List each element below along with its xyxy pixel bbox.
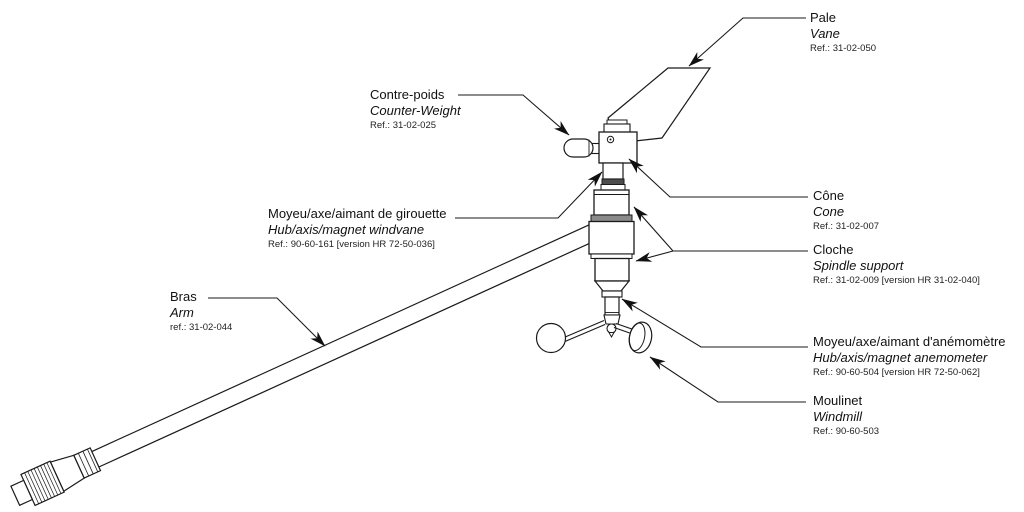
label-girouette: Moyeu/axe/aimant de girouette Hub/axis/m… <box>268 206 447 251</box>
label-girouette-ref: Ref.: 90-60-161 [version HR 72-50-036] <box>268 239 435 250</box>
label-cloche-ref: Ref.: 31-02-009 [version HR 31-02-040] <box>813 275 980 286</box>
label-girouette-en: Hub/axis/magnet windvane <box>268 222 425 237</box>
windmill-right-cup <box>628 321 653 354</box>
label-moulinet-fr: Moulinet <box>813 393 863 408</box>
label-pale: Pale Vane Ref.: 31-02-050 <box>810 10 876 55</box>
arm-and-connector <box>10 224 596 507</box>
leader-cone <box>628 158 808 198</box>
label-pale-fr: Pale <box>810 10 837 25</box>
left-cup-rod-line <box>564 323 606 343</box>
label-contre-poids-ref: Ref.: 31-02-025 <box>370 120 437 131</box>
label-anemometre-en: Hub/axis/magnet anemometer <box>813 350 988 365</box>
leader-cloche-upper <box>633 206 674 252</box>
main-cylinder <box>588 220 635 255</box>
bell-taper <box>593 280 631 292</box>
anemometer-axis <box>601 290 623 339</box>
anemometer-ball <box>606 323 617 334</box>
windmill <box>535 319 653 354</box>
label-bras-ref: ref.: 31-02-044 <box>170 322 233 333</box>
leader-cloche-lower <box>635 250 674 262</box>
spindle-support <box>588 189 635 292</box>
counterweight-shape <box>563 138 605 158</box>
label-anemometre-fr: Moyeu/axe/aimant d'anémomètre <box>813 334 1006 349</box>
left-cup-rod-line <box>563 319 605 339</box>
collar-ridge <box>77 453 90 477</box>
label-bras-en: Arm <box>170 305 194 320</box>
leader-bras <box>208 297 326 347</box>
label-cone-en: Cone <box>813 204 845 219</box>
leader-moulinet <box>649 356 806 403</box>
label-bras-fr: Bras <box>170 289 197 304</box>
connector-tip <box>10 479 34 507</box>
hub-block <box>598 131 638 164</box>
leader-pale <box>688 17 806 67</box>
label-pale-ref: Ref.: 31-02-050 <box>810 43 877 54</box>
label-cloche-en: Spindle support <box>813 258 904 273</box>
leader-lines <box>208 17 808 403</box>
label-anemometre: Moyeu/axe/aimant d'anémomètre Hub/axis/m… <box>813 334 1006 379</box>
cylinder-top-band <box>590 214 633 222</box>
right-cup-rim <box>628 322 646 352</box>
counterweight-body <box>563 138 594 158</box>
windvane-hub <box>598 119 638 164</box>
vane-fin-shape <box>607 67 712 144</box>
windmill-left-cup <box>535 322 567 354</box>
label-cloche: Cloche Spindle support Ref.: 31-02-009 [… <box>813 242 980 287</box>
leader-girouette <box>455 171 603 219</box>
label-cone-fr: Cône <box>813 188 845 203</box>
windvane-magnet-band <box>601 178 625 185</box>
shaft-ring <box>600 184 626 191</box>
leader-contre-poids <box>458 94 570 136</box>
label-cone: Cône Cone Ref.: 31-02-007 <box>813 188 879 233</box>
windvane-axis-shaft <box>602 162 624 180</box>
label-girouette-fr: Moyeu/axe/aimant de girouette <box>268 206 447 221</box>
cylinder-bottom-band <box>590 253 633 259</box>
label-cone-ref: Ref.: 31-02-007 <box>813 221 880 232</box>
label-cloche-fr: Cloche <box>813 242 854 257</box>
label-moulinet-en: Windmill <box>813 409 862 424</box>
arm-tube-bottom-line <box>98 240 596 468</box>
neck-ring <box>601 290 623 298</box>
knurl-hatching <box>24 462 62 504</box>
anemometer-tip <box>608 332 615 339</box>
hub-screw-center <box>609 138 612 141</box>
collar-ridge <box>87 448 99 473</box>
label-contre-poids-en: Counter-Weight <box>370 103 461 118</box>
bell-top-section <box>593 189 630 216</box>
label-anemometre-ref: Ref.: 90-60-504 [version HR 72-50-062] <box>813 367 980 378</box>
anemometer-nut <box>603 314 621 325</box>
label-moulinet-ref: Ref.: 90-60-503 <box>813 426 880 437</box>
label-contre-poids-fr: Contre-poids <box>370 87 445 102</box>
bell-lower-section <box>594 257 630 282</box>
label-pale-en: Vane <box>810 26 840 41</box>
collar-ridge <box>82 451 94 475</box>
arm-tube-top-line <box>91 224 589 453</box>
label-bras: Bras Arm ref.: 31-02-044 <box>170 289 232 334</box>
label-contre-poids: Contre-poids Counter-Weight Ref.: 31-02-… <box>370 87 461 132</box>
leader-anemometre <box>621 298 808 348</box>
label-moulinet: Moulinet Windmill Ref.: 90-60-503 <box>813 393 879 438</box>
